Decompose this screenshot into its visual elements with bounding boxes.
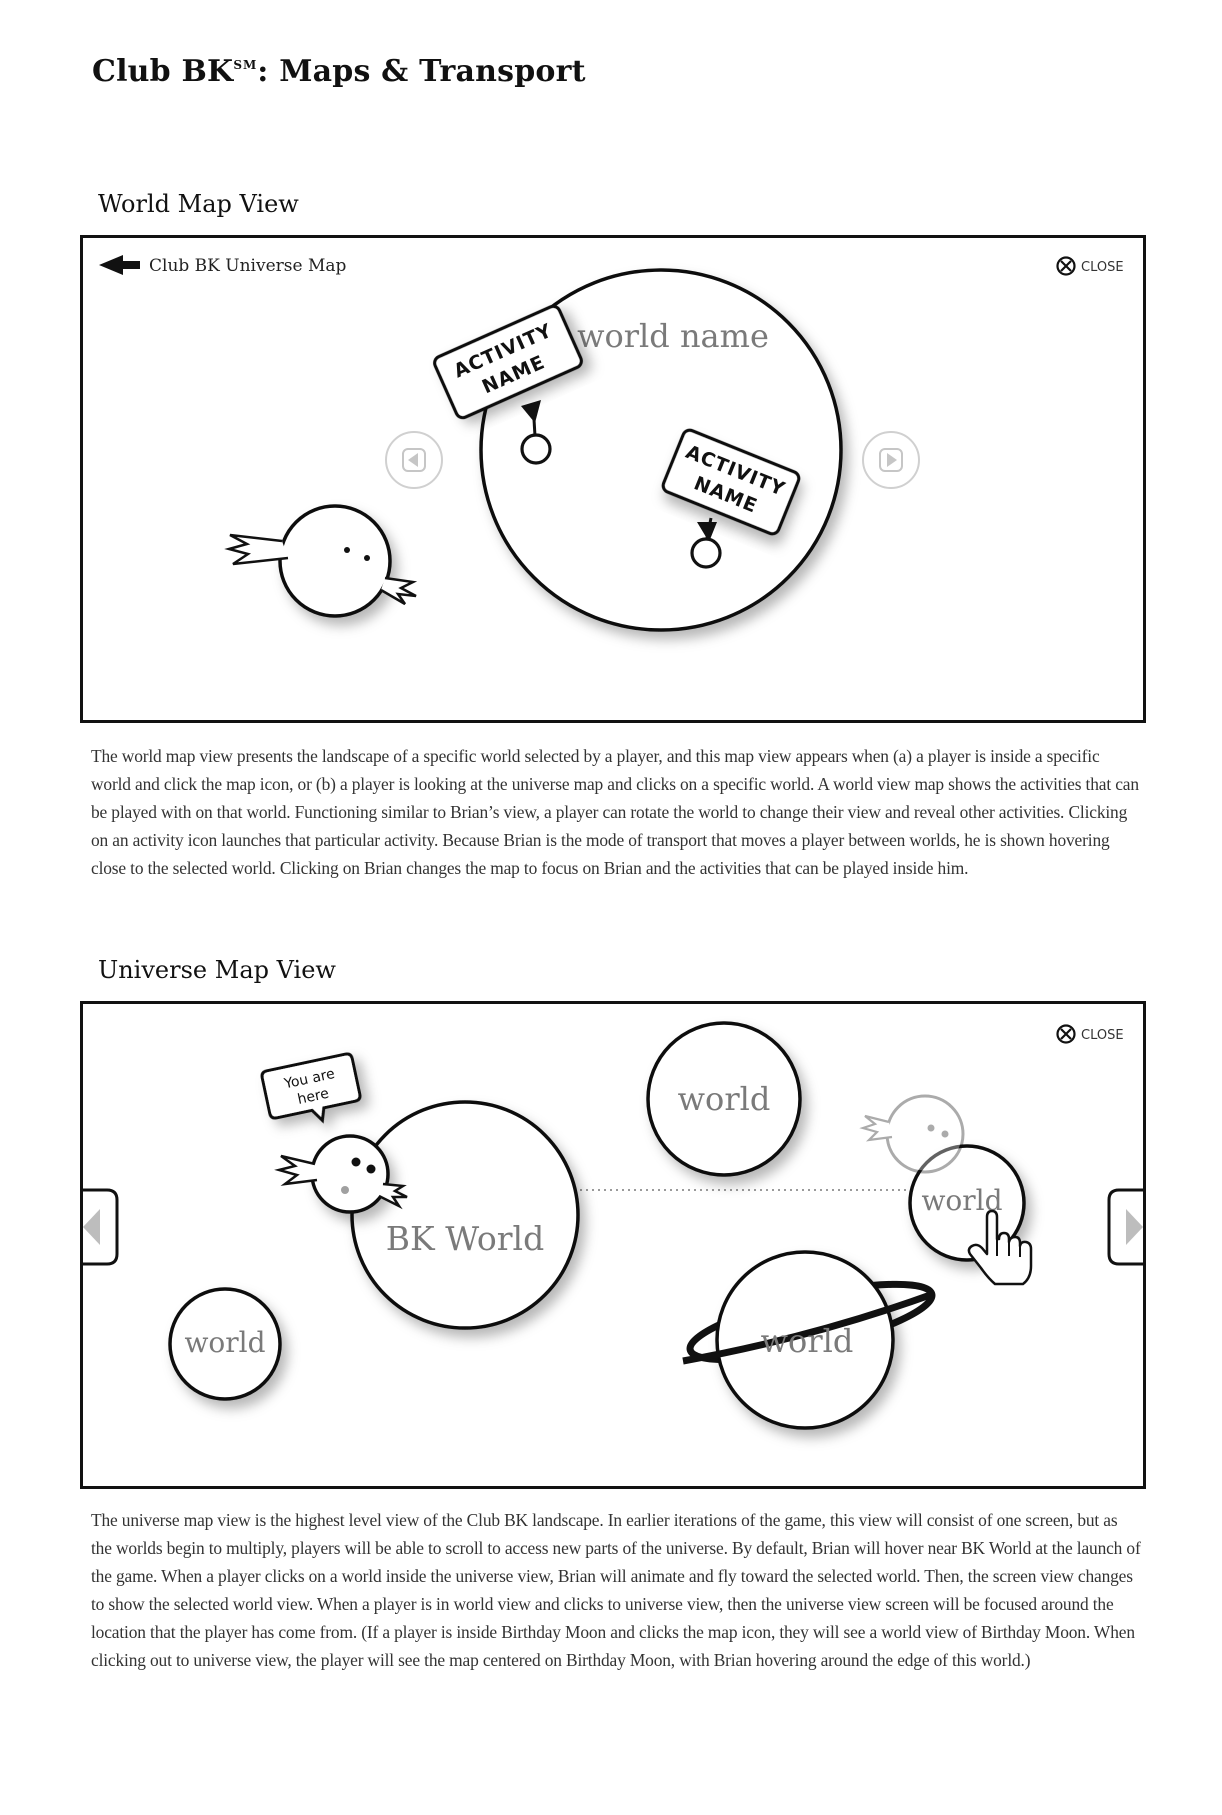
brian-character-icon [859, 1094, 965, 1174]
title-main: Club BK [92, 54, 234, 89]
world-map-heading: World Map View [98, 190, 299, 218]
next-arrow-icon [879, 448, 903, 472]
world-ringed-label: world [761, 1322, 854, 1360]
document-title: Club BKSM: Maps & Transport [92, 54, 586, 89]
service-mark: SM [233, 58, 258, 72]
back-to-universe-button[interactable]: Club BK Universe Map [99, 255, 347, 276]
world-bk-world[interactable]: BK World [350, 1100, 580, 1330]
universe-map-frame: CLOSE BK World world world world [80, 1001, 1146, 1489]
world-map-description: The world map view presents the landscap… [91, 746, 1139, 878]
close-circle-x-icon [1056, 1024, 1076, 1044]
universe-map-canvas: CLOSE BK World world world world [83, 1021, 1143, 1430]
world-map-frame: Club BK Universe Map CLOSE [80, 235, 1146, 723]
hand-pointer-icon [967, 1209, 1033, 1286]
close-label: CLOSE [1081, 260, 1124, 275]
rotate-prev-button[interactable] [385, 431, 443, 489]
map-pin-icon [520, 400, 552, 465]
world-map-canvas: Club BK Universe Map CLOSE [99, 255, 1124, 632]
close-button[interactable]: CLOSE [1056, 1024, 1124, 1044]
brian-character-icon[interactable] [224, 504, 418, 618]
left-arrow-icon [99, 255, 140, 275]
world-top-label: world [678, 1080, 771, 1118]
scroll-left-button[interactable] [83, 1188, 119, 1266]
close-circle-x-icon [1056, 256, 1076, 276]
world-left[interactable]: world [168, 1287, 282, 1401]
title-rest: : Maps & Transport [257, 54, 586, 89]
world-left-label: world [184, 1326, 265, 1359]
prev-arrow-icon [402, 448, 426, 472]
scroll-right-button[interactable] [1107, 1188, 1143, 1266]
brian-character-icon[interactable] [274, 1134, 408, 1214]
world-top[interactable]: world [646, 1021, 802, 1177]
universe-map-heading: Universe Map View [98, 956, 336, 984]
you-are-here-bubble: You are here [260, 1052, 362, 1124]
universe-map-description: The universe map view is the highest lev… [91, 1510, 1141, 1670]
back-label: Club BK Universe Map [149, 256, 347, 276]
rotate-next-button[interactable] [862, 431, 920, 489]
you-are-here-line2: here [296, 1086, 330, 1108]
scroll-right-arrow-icon [1126, 1209, 1143, 1245]
world-ringed[interactable]: world [682, 1250, 938, 1430]
world-name-label: world name [577, 317, 769, 355]
scroll-left-arrow-icon [83, 1209, 100, 1245]
close-label: CLOSE [1081, 1028, 1124, 1043]
close-button[interactable]: CLOSE [1056, 256, 1124, 276]
map-pin-icon [690, 517, 722, 569]
bk-world-label: BK World [386, 1219, 544, 1258]
